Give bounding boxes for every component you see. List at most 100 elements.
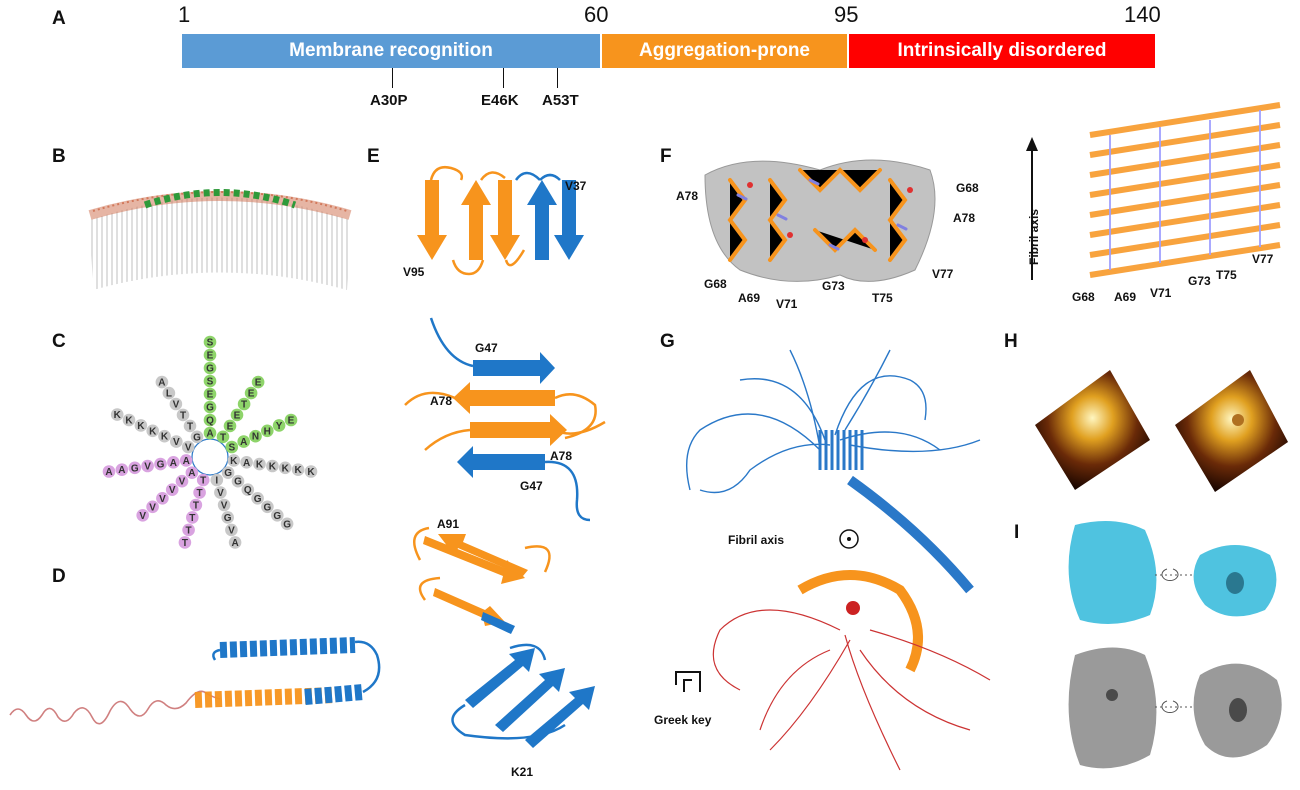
segment-label: Aggregation-prone [639,40,810,61]
wheel-residue [272,419,286,432]
wheel-residue-letter: G [224,513,232,524]
label-g47: G47 [475,341,498,355]
wheel-residue [304,465,318,478]
wheel-residue-letter: K [161,432,169,443]
wheel-residue [183,419,197,433]
wheel-residue [189,498,203,512]
panel-b-label: B [52,146,66,167]
mutation-e46k: E46K [481,92,519,109]
label-a78: A78 [430,394,452,408]
wheel-residue [185,466,199,479]
wheel-residue-letter: T [182,538,188,549]
wheel-residue-letter: K [269,462,277,473]
wheel-residue [249,429,262,443]
greek-key-label: Greek key [654,713,712,727]
wheel-residue-letter: K [149,426,157,437]
wheel-residue-letter: V [139,511,146,522]
segment-label: Membrane recognition [289,40,493,61]
wheel-residue [261,424,274,438]
membrane-recognition-segment: Membrane recognition [182,34,600,68]
label-a91: A91 [437,517,459,531]
wheel-residue-letter: G [206,403,214,414]
wheel-residue-letter: G [234,477,242,488]
wheel-residue-letter: T [220,432,226,443]
mutation-a53t: A53T [542,92,579,109]
wheel-residue-letter: E [248,389,255,400]
wheel-residue-letter: Y [276,421,283,432]
wheel-residue [193,486,206,499]
wheel-residue [203,348,217,362]
wheel-residue [175,474,189,488]
wheel-residue-letter: K [125,416,133,427]
wheel-residue-letter: G [264,502,272,513]
wheel-residue [221,511,234,524]
wheel-residue [176,408,190,422]
wheel-hub [191,438,229,476]
wheel-residue [162,386,176,400]
wheel-residue [271,509,284,522]
wheel-residue-letter: G [131,463,139,474]
wheel-residue [251,492,264,505]
wheel-residue-letter: K [256,460,264,471]
fibril-axis-label: Fibril axis [1027,209,1041,265]
panel-a-label: A [52,8,66,29]
wheel-residue-letter: A [158,378,165,389]
wheel-residue [266,459,279,473]
wheel-residue-letter: G [157,460,165,471]
wheel-residue [182,523,195,537]
wheel-residue-letter: G [283,519,291,530]
position-140: 140 [1124,2,1161,27]
wheel-residue [115,463,129,476]
wheel-residue [284,413,298,427]
panel-d-label: D [52,566,66,587]
wheel-residue [134,419,148,432]
wheel-residue [170,435,183,448]
wheel-residue-letter: V [144,462,151,473]
wheel-residue [225,440,239,454]
wheel-residue-letter: I [215,476,218,487]
wheel-residue-letter: T [200,476,206,487]
wheel-residue [230,408,244,422]
wheel-residue [210,473,224,487]
label-v77: V77 [932,267,954,281]
label-t75: T75 [872,291,893,305]
fibril-model-render: Fibril axis Greek key [654,349,991,771]
position-1: 1 [178,2,191,27]
wheel-residue-letter: E [255,378,262,389]
label-v71: V71 [776,297,798,310]
wheel-residue [141,459,154,473]
wheel-residue [203,374,217,388]
wheel-residue-letter: G [206,364,214,375]
label-a69: A69 [738,291,760,305]
label-g68: G68 [956,181,979,195]
wheel-residue-letter: V [159,494,166,505]
wheel-residue [169,397,183,411]
wheel-residue [203,335,217,349]
wheel-residue-letter: Q [244,485,252,496]
topology-bottom: A91 K21 [412,517,595,779]
wheel-residue-letter: S [228,443,235,454]
wheel-residue [223,419,237,433]
intrinsically-disordered-segment: Intrinsically disordered [849,34,1155,68]
wheel-residue [122,413,136,427]
wheel-residue [146,500,159,514]
wheel-residue-letter: K [307,467,315,478]
wheel-residue-letter: A [183,456,190,467]
label-v95: V95 [403,265,425,279]
wheel-residue-letter: K [282,463,290,474]
wheel-residue [154,457,167,471]
wheel-residue-letter: V [173,437,180,448]
topology-top: V37 V95 [403,166,587,279]
panel-h-label: H [1004,331,1018,352]
wheel-residue-letter: A [118,465,125,476]
wheel-residue-letter: T [187,421,193,432]
wheel-residue-letter: V [169,485,176,496]
wheel-residue [241,483,255,496]
wheel-residue-letter: G [193,432,201,443]
